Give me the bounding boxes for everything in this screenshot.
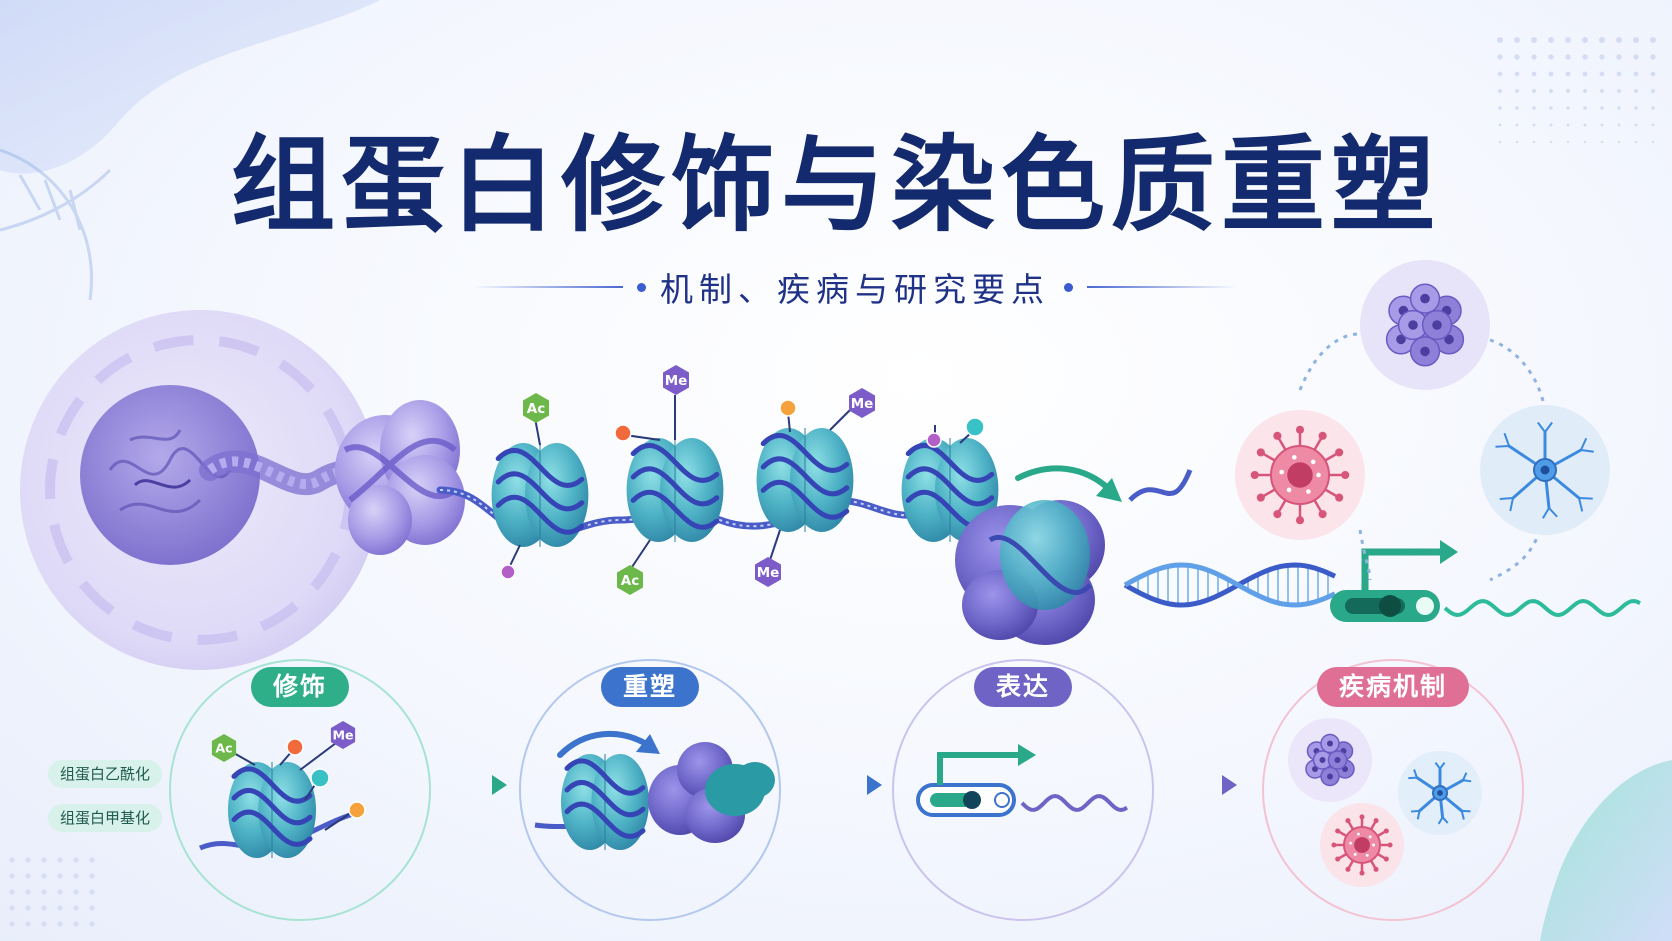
svg-text:Ac: Ac	[527, 401, 545, 417]
methyl-mark-icon: Me	[755, 557, 781, 587]
acetyl-mark-icon: Ac	[617, 565, 643, 595]
subtitle-dot-left	[637, 282, 646, 292]
panel-remodeling-illustration	[534, 730, 775, 850]
dot-pattern-top-right	[1497, 37, 1656, 144]
mark-dot-icon	[965, 417, 985, 437]
corner-wave-bottom-right	[1540, 760, 1672, 941]
mark-dot-icon	[779, 399, 797, 417]
mark-dot-icon	[348, 801, 366, 819]
subtitle-divider-left	[473, 286, 623, 288]
remodeling-arrow-icon	[1015, 465, 1122, 502]
mark-dot-icon	[614, 424, 632, 442]
page-title: 组蛋白修饰与染色质重塑	[230, 124, 1441, 246]
nucleosome-icon	[756, 428, 854, 532]
condensed-chromatin-icon	[335, 400, 465, 555]
dot-pattern-bottom-left	[9, 857, 95, 927]
acetyl-mark-icon: Ac	[211, 734, 237, 762]
cell-nucleus-icon	[80, 385, 260, 565]
svg-text:Me: Me	[851, 396, 874, 412]
stage-pill-modification: 修饰	[250, 667, 350, 707]
arrow-right-icon	[492, 775, 507, 795]
panel-disease-illustration	[1288, 718, 1482, 887]
methyl-mark-icon: Me	[330, 721, 356, 749]
stage-pill-remodeling: 重塑	[600, 667, 700, 707]
mark-dot-icon	[286, 738, 304, 756]
methyl-mark-icon: Me	[663, 365, 689, 395]
neuron-cell-icon	[1480, 405, 1610, 535]
page-subtitle: 机制、疾病与研究要点	[660, 270, 1050, 309]
nucleosome-icon	[491, 443, 589, 547]
panel-modification-illustration: Ac Me	[199, 721, 366, 858]
subtitle-row: 机制、疾病与研究要点	[430, 262, 1280, 312]
panel-circles	[169, 659, 1524, 921]
arrow-right-icon	[867, 775, 882, 795]
dna-double-helix-icon	[1123, 562, 1337, 608]
stage-pill-expression: 表达	[973, 667, 1073, 707]
panel-expression-illustration	[916, 744, 1129, 817]
nucleosome-icon	[561, 754, 649, 850]
svg-text:Me: Me	[757, 565, 780, 581]
mark-dot-icon	[500, 564, 516, 580]
corner-wave-top-left	[0, 0, 380, 174]
nucleosome-row	[491, 428, 999, 547]
stage-pill-disease: 疾病机制	[1316, 667, 1470, 707]
cell-icon	[20, 310, 380, 670]
side-tag-acetylation: 组蛋白乙酰化	[48, 760, 163, 788]
nucleosome-icon	[227, 762, 317, 858]
svg-text:Ac: Ac	[215, 741, 232, 756]
gene-promoter-icon	[1330, 540, 1458, 622]
mark-dot-icon	[310, 768, 330, 788]
side-tag-methylation: 组蛋白甲基化	[48, 804, 163, 832]
methyl-mark-icon: Me	[849, 388, 875, 418]
mrna-transcript-icon	[1443, 598, 1641, 618]
virus-cell-icon	[1235, 410, 1365, 540]
tumor-cell-icon	[1360, 260, 1490, 390]
flow-arrows	[435, 775, 1237, 795]
subtitle-divider-right	[1087, 286, 1237, 288]
svg-text:Me: Me	[665, 373, 688, 389]
remodeler-complex-icon	[955, 500, 1105, 645]
svg-text:Ac: Ac	[621, 573, 639, 589]
acetyl-mark-icon: Ac	[523, 393, 549, 423]
subtitle-dot-right	[1064, 282, 1073, 292]
dna-helix-background-icon	[0, 148, 112, 301]
mark-dot-icon	[926, 432, 942, 448]
nucleosome-icon	[626, 438, 724, 542]
svg-text:Me: Me	[332, 728, 353, 743]
arrow-right-icon	[1222, 775, 1237, 795]
